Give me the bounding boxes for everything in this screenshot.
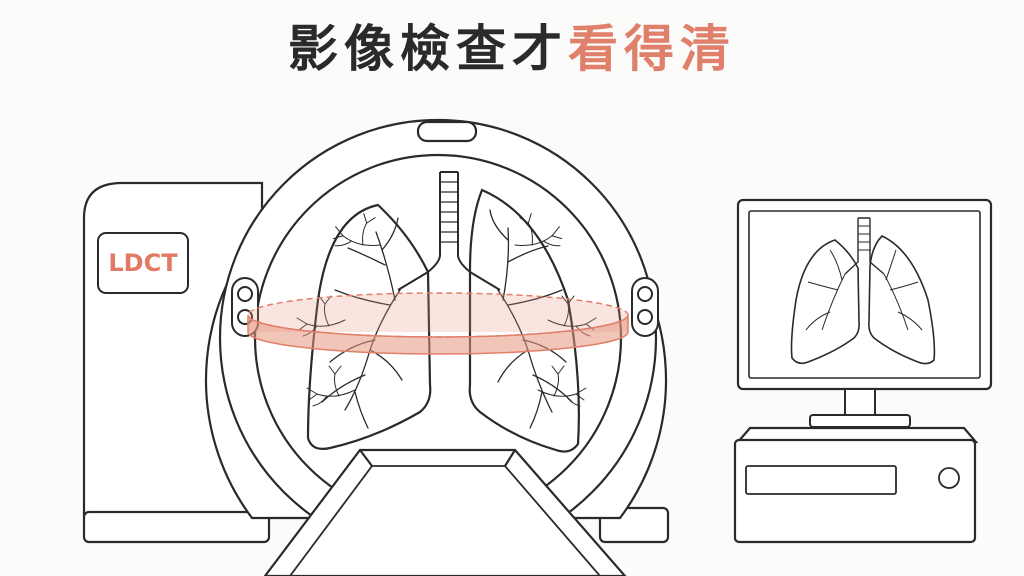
gantry-right-lights: [631, 277, 659, 337]
monitor-lungs: [790, 217, 936, 365]
monitor-stand: [809, 414, 911, 428]
gantry-top-slot: [416, 120, 478, 143]
drive-slot: [745, 465, 897, 495]
monitor-neck: [844, 388, 876, 416]
computer-unit: [733, 426, 979, 544]
right-lung: [468, 188, 580, 453]
ldct-label: LDCT: [97, 232, 189, 294]
left-lung: [306, 203, 432, 450]
title-highlight: 看得清: [568, 20, 736, 78]
page-title: 影像檢查才看得清: [0, 14, 1024, 84]
scanner-base-left: [82, 510, 271, 544]
trachea: [397, 171, 501, 291]
power-button: [938, 467, 960, 489]
lungs-illustration: [296, 171, 597, 453]
monitor-screen: [748, 210, 981, 379]
title-main: 影像檢查才: [288, 20, 568, 78]
monitor: [736, 198, 993, 428]
patient-table: [263, 448, 627, 576]
scan-band: [247, 292, 629, 355]
